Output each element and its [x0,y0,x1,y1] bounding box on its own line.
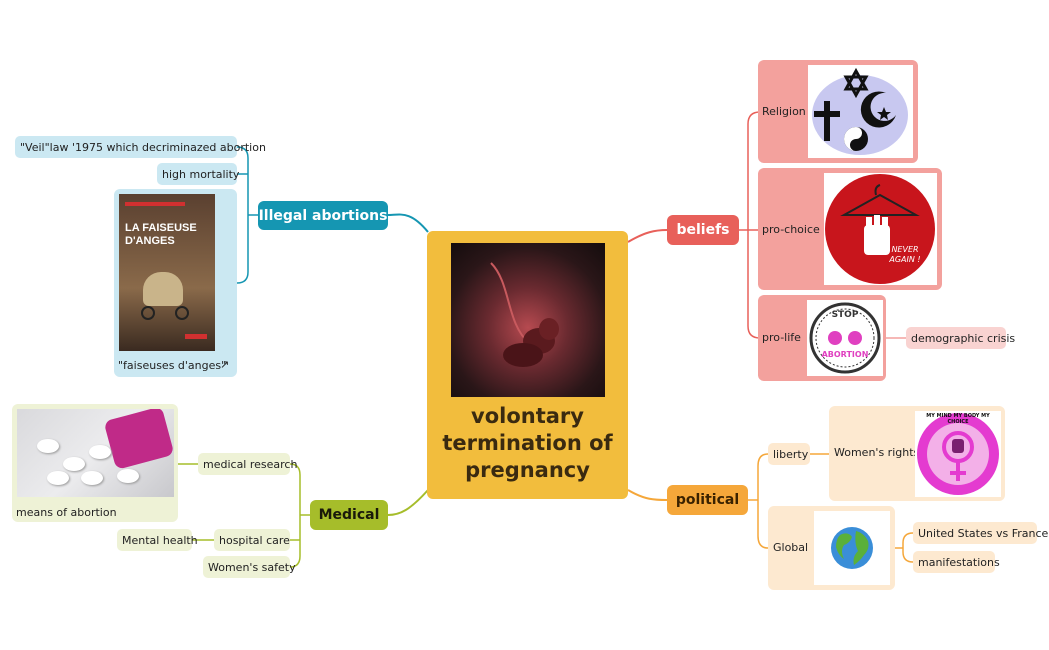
my-body-my-choice-image: MY MIND MY BODY MY CHOICE [915,411,1001,497]
mental-health-node[interactable]: Mental health [117,529,198,551]
pro-life-card[interactable]: pro-life STOP ABORTION [758,295,886,381]
medical-research-node[interactable]: medical research [198,453,297,475]
never-again-text: NEVER AGAIN ! [889,245,921,264]
global-label: Global [773,541,809,554]
book-cover-image: LA FAISEUSE D'ANGES [119,194,215,351]
hospital-care-node[interactable]: hospital care [214,529,290,551]
womens-rights-label: Women's rights [834,446,920,459]
medical-node[interactable]: Medical [310,500,388,530]
pro-life-label: pro-life [762,331,801,344]
pro-choice-label: pro-choice [762,223,820,236]
external-link-icon[interactable]: ↗ [220,358,230,371]
pills-image [17,409,174,497]
book-title-2: D'ANGES [125,235,175,247]
religion-card[interactable]: Religion [758,60,918,163]
means-of-abortion-card[interactable]: means of abortion [12,404,178,522]
us-vs-france-node[interactable]: United States vs France [913,522,1048,544]
womens-rights-card[interactable]: Women's rights MY MIND MY BODY MY CHOICE [829,406,1005,501]
beliefs-node[interactable]: beliefs [667,215,739,245]
liberty-node[interactable]: liberty [768,443,810,465]
religion-symbols-image [808,65,913,158]
stop-text: STOP [831,310,859,320]
global-card[interactable]: Global [768,506,895,590]
fetus-image [451,243,605,397]
manifestations-node[interactable]: manifestations [913,551,1000,573]
demographic-crisis-node[interactable]: demographic crisis [906,327,1015,349]
high-mortality-node[interactable]: high mortality [157,163,239,185]
globe-image [814,511,890,585]
never-again-image: NEVER AGAIN ! [824,173,937,285]
political-node[interactable]: political [667,485,748,515]
illegal-abortions-node[interactable]: Illegal abortions [258,201,388,230]
religion-label: Religion [762,105,806,118]
central-topic[interactable]: volontary termination of pregnancy [427,231,628,499]
faiseuses-caption: "faiseuses d'anges" [118,359,227,372]
central-topic-title: volontary termination of pregnancy [442,404,613,482]
stop-abortion-image: STOP ABORTION [807,300,883,376]
abortion-text: ABORTION [821,350,869,359]
womens-safety-node[interactable]: Women's safety [203,556,296,578]
book-title-1: LA FAISEUSE [125,222,197,234]
pro-choice-card[interactable]: pro-choice NEVER AGAIN ! [758,168,942,290]
faiseuses-card[interactable]: LA FAISEUSE D'ANGES "faiseuses d'anges" … [114,189,237,377]
veil-law-node[interactable]: "Veil"law '1975 which decriminazed abort… [15,136,266,158]
badge-text: MY MIND MY BODY MY CHOICE [926,413,990,425]
means-of-abortion-caption: means of abortion [16,506,117,519]
